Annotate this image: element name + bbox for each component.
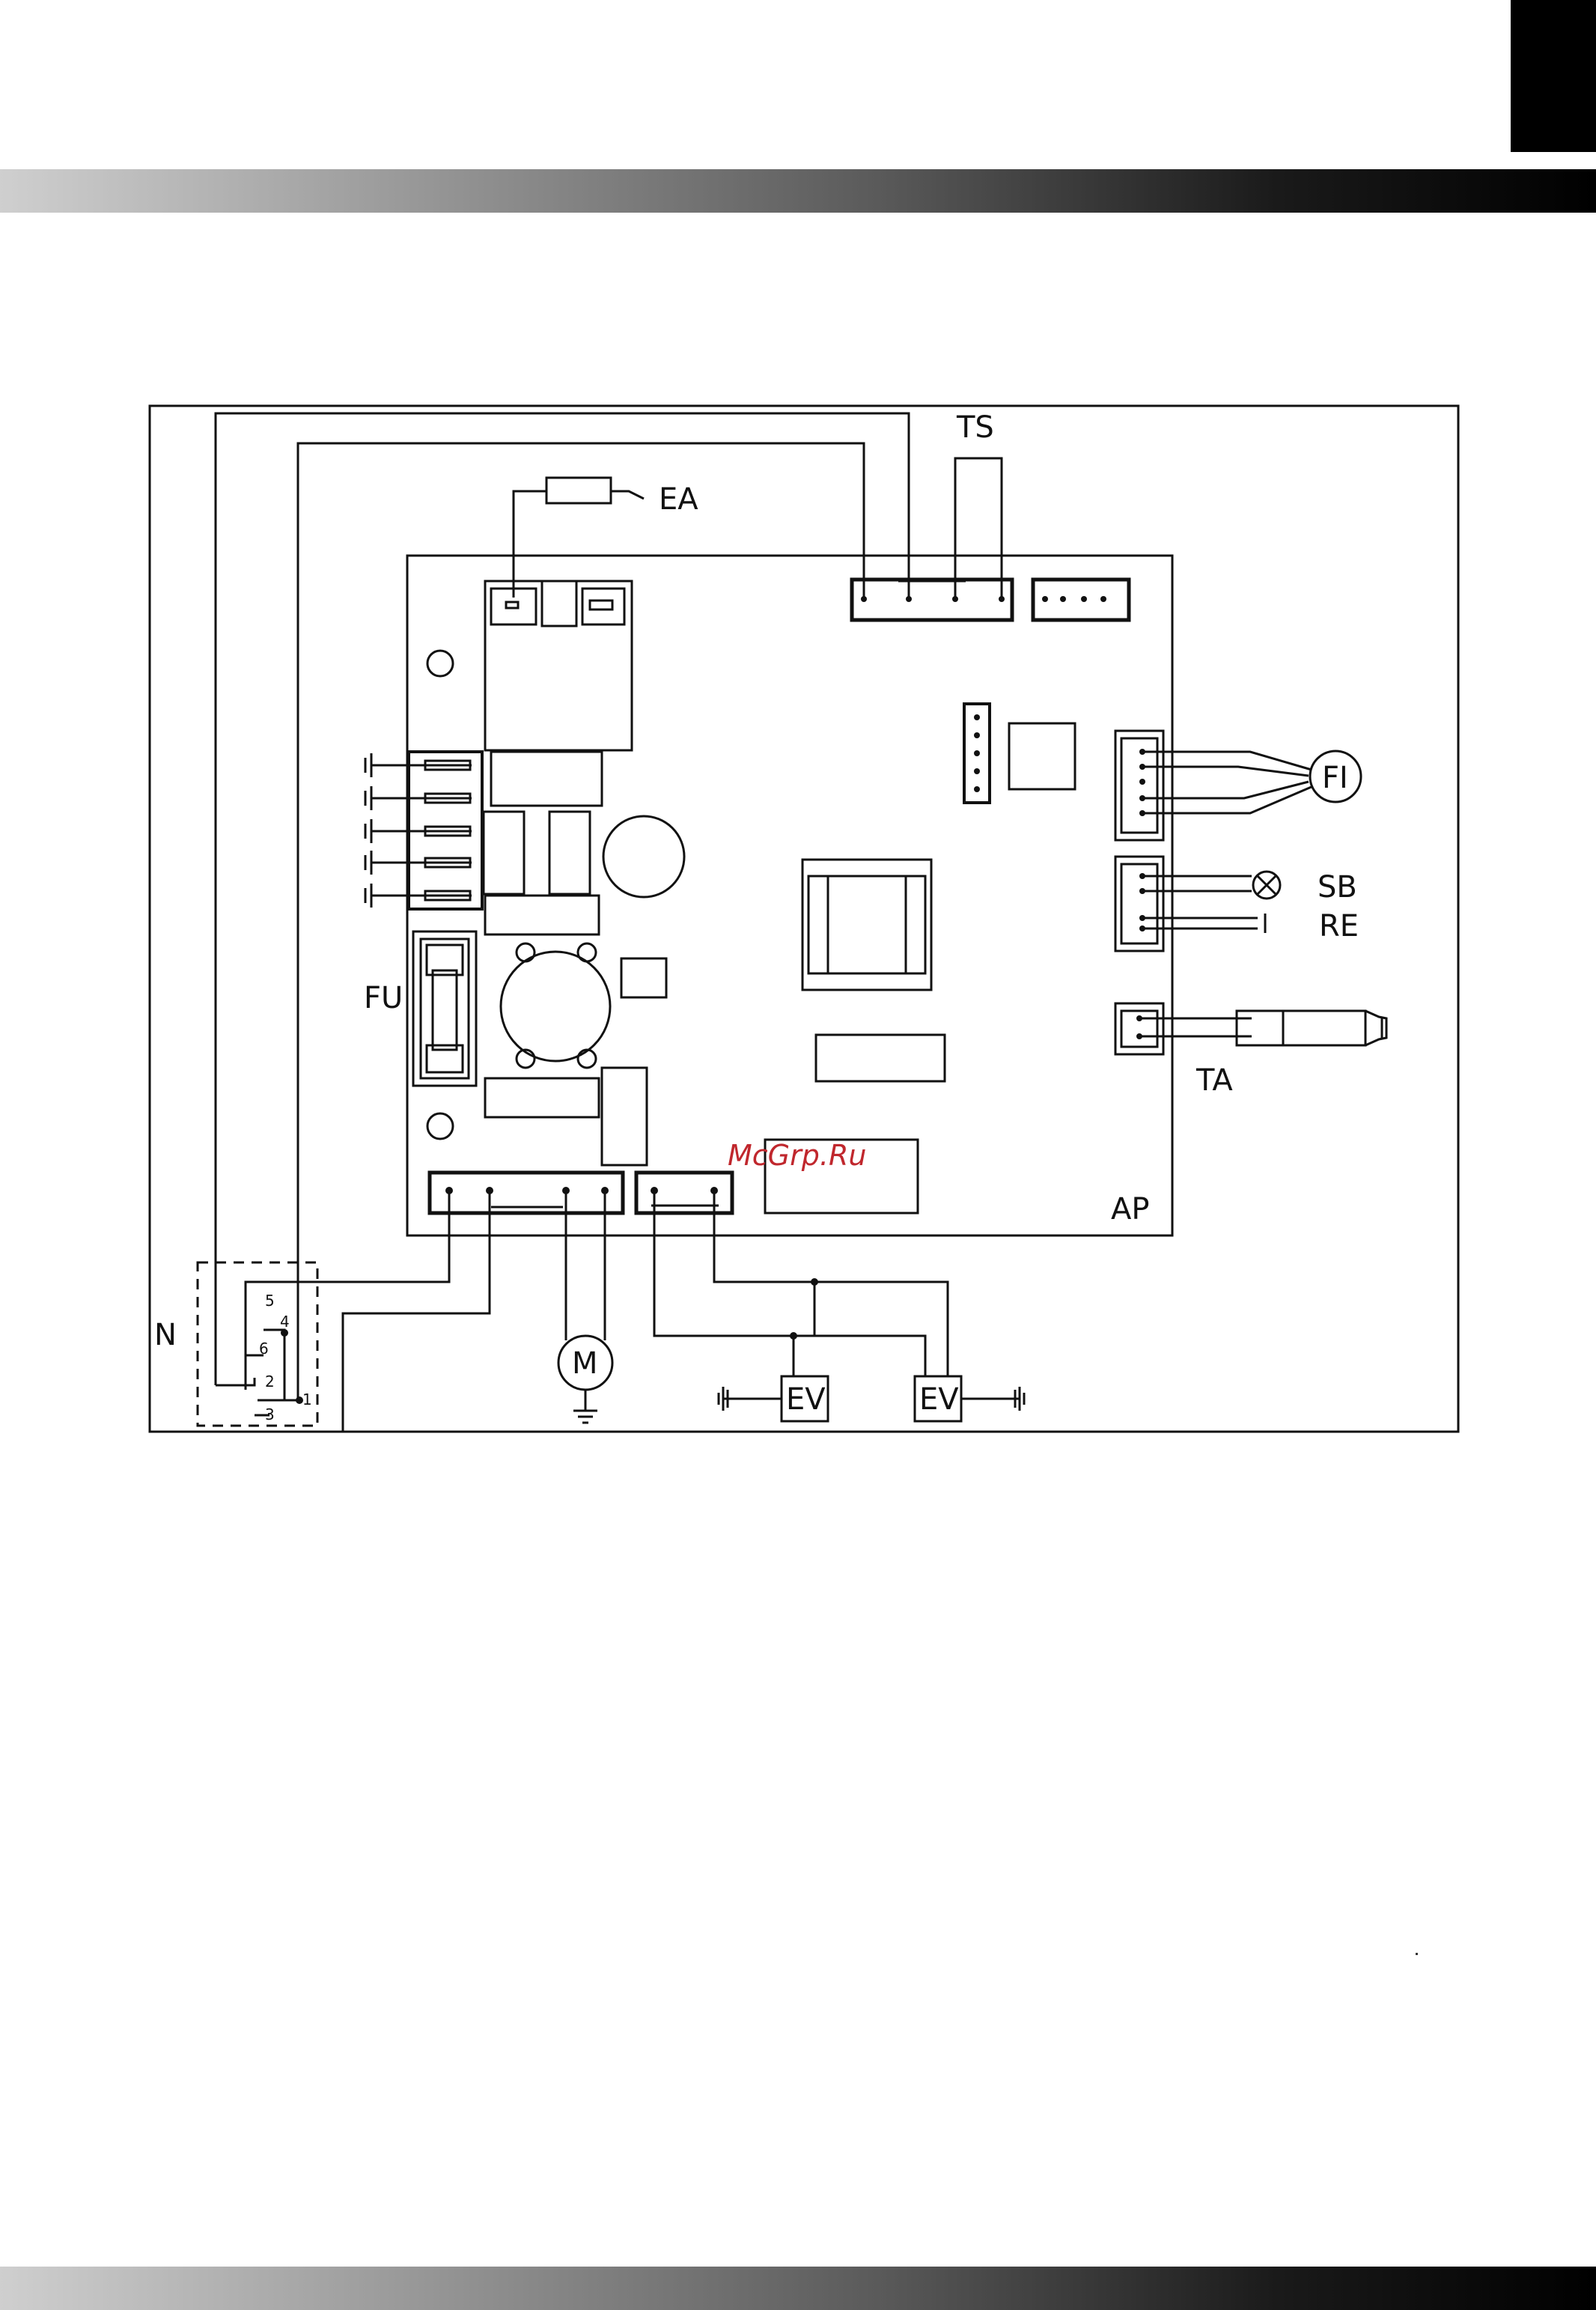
label-n: N [154, 1318, 177, 1352]
label-re: RE [1319, 909, 1359, 943]
label-sb: SB [1318, 870, 1357, 905]
switch-terminal-5: 5 [265, 1292, 275, 1310]
ts-connector [852, 580, 1012, 620]
label-fu: FU [364, 981, 403, 1015]
label-m: M [572, 1346, 598, 1381]
switch-terminal-1: 1 [302, 1390, 312, 1408]
fuse-holder [413, 931, 476, 1086]
transformer [501, 952, 610, 1061]
switch-terminal-4: 4 [280, 1313, 290, 1331]
label-ev-2: EV [919, 1382, 959, 1417]
ea-component [546, 478, 611, 503]
bottom-connector-2 [636, 1173, 732, 1213]
capacitor-large [603, 816, 684, 897]
fi-connector [1115, 731, 1163, 840]
wire-switch-to-ts-a [216, 413, 909, 1385]
switch-terminal-6: 6 [259, 1340, 269, 1358]
mount-hole-2 [427, 1113, 453, 1139]
switch-terminal-2: 2 [265, 1373, 275, 1390]
label-ev-1: EV [786, 1382, 826, 1417]
terminal-pins [365, 753, 472, 908]
switch-terminal-3: 3 [265, 1405, 275, 1423]
watermark: McGrp.Ru [728, 1139, 866, 1172]
label-ts: TS [956, 410, 994, 445]
label-fi: FI [1322, 761, 1348, 795]
wire-switch-to-ts-b [298, 443, 864, 1400]
page-dot [1416, 1953, 1418, 1955]
sb-re-connector [1115, 857, 1163, 951]
ta-probe [1283, 1011, 1365, 1045]
mount-hole-1 [427, 651, 453, 676]
label-ea: EA [659, 482, 698, 517]
label-ta: TA [1196, 1063, 1233, 1098]
label-ap: AP [1111, 1192, 1149, 1227]
diagram-frame [150, 406, 1458, 1432]
central-transformer [802, 860, 931, 990]
